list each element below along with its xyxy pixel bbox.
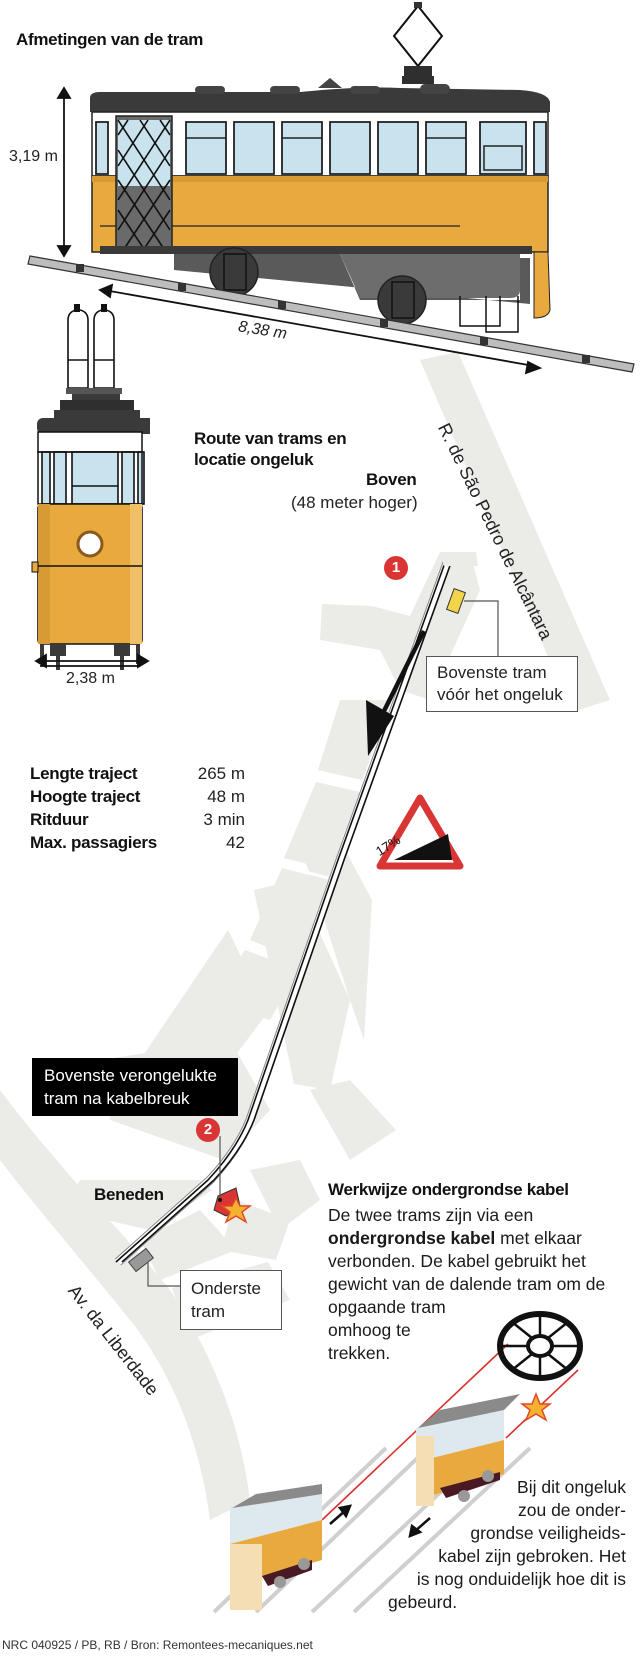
explosion-icon [219, 1196, 253, 1224]
mechanism-description: De twee trams zijn via een ondergrondse … [328, 1205, 606, 1363]
gas-cylinders-icon [67, 309, 115, 389]
map-title: Route van trams en locatie ongeluk [194, 429, 347, 469]
side-view-tram-illustration [27, 2, 635, 375]
source-credit: NRC 040925 / PB, RB / Bron: Remontees-me… [2, 1638, 313, 1652]
marker-1: 1 [384, 556, 408, 580]
door-lattice [115, 115, 173, 253]
length-dimension-arrow [98, 283, 543, 375]
down-arrow-icon [408, 1517, 431, 1539]
front-view-tram-illustration [31, 304, 150, 670]
sloped-rail [27, 255, 635, 373]
ascending-tram-icon [230, 1484, 322, 1610]
lower-tram-marker [127, 1247, 155, 1273]
callout-lower-tram: Onderste tram [180, 1270, 282, 1330]
accident-note: Bij dit ongeluk zou de onder- grondse ve… [388, 1477, 626, 1612]
dimensions-title: Afmetingen van de tram [16, 30, 204, 49]
pantograph-icon [392, 2, 444, 84]
cable-break-explosion-icon [519, 1391, 553, 1422]
descending-tram-icon [416, 1394, 520, 1506]
callout-crashed-tram: Bovenste verongelukte tram na kabelbreuk [32, 1058, 238, 1116]
pulley-wheel-icon [497, 1311, 583, 1381]
upper-tram-marker [445, 587, 467, 615]
top-station-label: Boven [366, 470, 417, 489]
downhill-direction-arrow [366, 630, 426, 756]
up-arrow-icon [329, 1504, 353, 1525]
width-label: 2,38 m [66, 670, 115, 687]
mechanism-title: Werkwijze ondergrondse kabel [328, 1180, 569, 1199]
slope-warning-sign [376, 794, 464, 870]
funicular-track [115, 558, 453, 1266]
height-dimension-arrow [56, 86, 72, 258]
callout-upper-tram: Bovenste tram vóór het ongeluk [426, 656, 578, 712]
bottom-station-label: Beneden [94, 1185, 164, 1204]
route-map [115, 552, 499, 1287]
height-label: 3,19 m [9, 148, 58, 165]
top-station-sublabel: (48 meter hoger) [291, 493, 418, 512]
marker-2: 2 [196, 1118, 220, 1142]
